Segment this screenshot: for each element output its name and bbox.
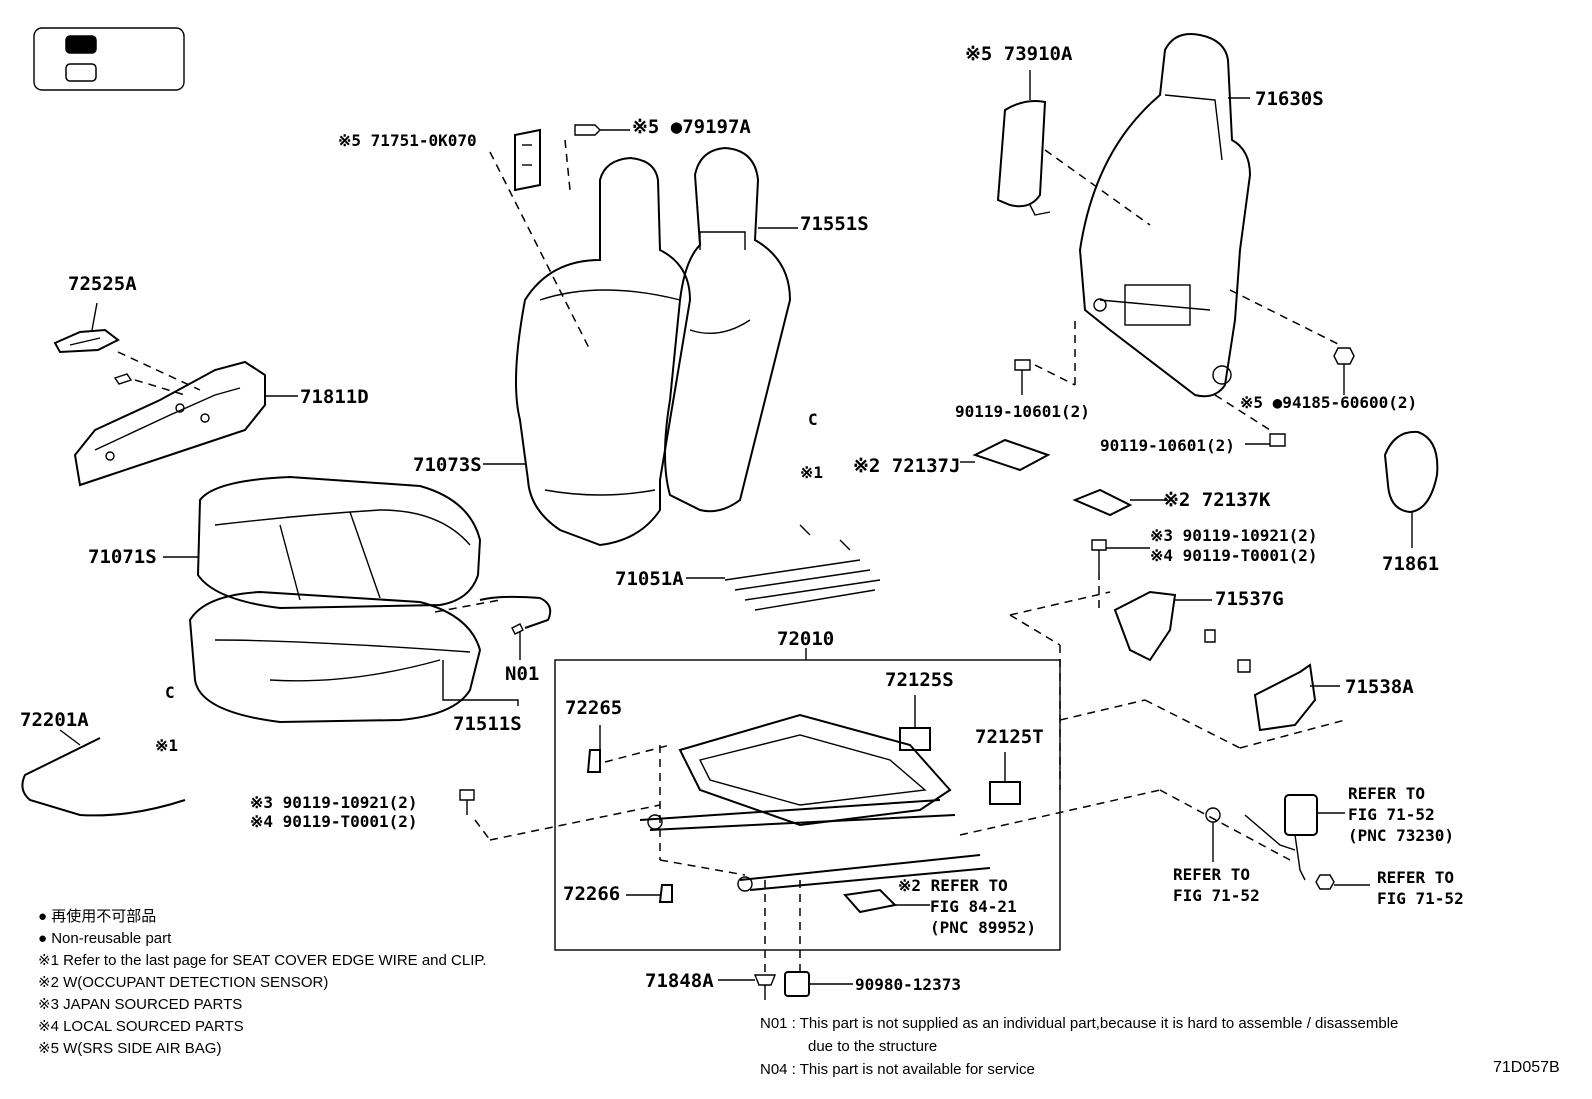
- part-72125s-connector: [899, 695, 931, 751]
- part-71811d-side-shield: [73, 351, 298, 487]
- notes: N01 : This part is not supplied as an in…: [760, 1012, 1398, 1081]
- part-90980-connector: [784, 880, 853, 997]
- part-72201a-wire: [21, 729, 186, 817]
- part-71511s-cushion-pad: [188, 590, 519, 724]
- legend-line-6: ※4 LOCAL SOURCED PARTS: [38, 1018, 244, 1035]
- label-x1-a: ※1: [800, 463, 823, 482]
- label-c-2: C: [165, 683, 175, 702]
- label-71551s: 71551S: [800, 213, 869, 235]
- label-72010: 72010: [777, 628, 834, 650]
- note-n01-cont: due to the structure: [808, 1038, 938, 1055]
- label-refer-84-21-b: FIG 84-21: [930, 897, 1017, 916]
- label-72266: 72266: [563, 883, 620, 905]
- label-90119-10921-a: ※3 90119-10921(2): [1150, 526, 1318, 545]
- part-72265-clip: [586, 725, 671, 773]
- label-c-1: C: [808, 410, 818, 429]
- part-seatbelt-buckle: [1205, 794, 1370, 890]
- label-79197a: ※5 ●79197A: [632, 116, 751, 138]
- part-71538a-shield: [1237, 659, 1340, 732]
- label-n01: N01: [505, 663, 539, 685]
- note-n04: N04 : This part is not available for ser…: [760, 1061, 1035, 1078]
- part-71551s-seatback-pad: [664, 146, 798, 513]
- label-72525a: 72525A: [68, 273, 137, 295]
- part-72010-seat-frame: [639, 713, 991, 892]
- label-90980-12373: 90980-12373: [855, 975, 961, 994]
- figure-code: 71D057B: [1493, 1059, 1560, 1076]
- label-71811d: 71811D: [300, 386, 369, 408]
- part-72525a-clip: [53, 302, 120, 354]
- label-73910a: ※5 73910A: [965, 43, 1073, 65]
- callout-labels: ※5 73910A 71630S ※5 71751-0K070 ※5 ●7919…: [20, 43, 1464, 994]
- label-72265: 72265: [565, 697, 622, 719]
- label-94185-60600: ※5 ●94185-60600(2): [1240, 393, 1417, 412]
- part-72137j-cover: [960, 438, 1051, 472]
- part-screw-right: [1091, 539, 1150, 610]
- part-71848a-screw: [718, 880, 777, 1000]
- label-71538a: 71538A: [1345, 676, 1414, 698]
- part-72125t-connector: [989, 752, 1021, 805]
- label-71051a: 71051A: [615, 568, 684, 590]
- legend-line-2: ● Non-reusable part: [38, 930, 172, 947]
- label-refer-71-52-b1: REFER TO: [1173, 865, 1250, 884]
- label-71073s: 71073S: [413, 454, 482, 476]
- part-71537g-shield: [1113, 590, 1216, 662]
- label-72201a: 72201A: [20, 709, 89, 731]
- legend-line-3: ※1 Refer to the last page for SEAT COVER…: [38, 952, 487, 969]
- label-71511s: 71511S: [453, 713, 522, 735]
- part-71051a-spring: [686, 524, 881, 611]
- legend-line-5: ※3 JAPAN SOURCED PARTS: [38, 996, 243, 1013]
- part-72137k-cover: [1072, 488, 1168, 517]
- label-refer-71-52-a1: REFER TO: [1348, 784, 1425, 803]
- legend-line-4: ※2 W(OCCUPANT DETECTION SENSOR): [38, 974, 329, 991]
- label-72137j: ※2 72137J: [853, 455, 960, 477]
- label-71848a: 71848A: [645, 970, 714, 992]
- label-71861: 71861: [1382, 553, 1439, 575]
- label-refer-71-52-c2: FIG 71-52: [1377, 889, 1464, 908]
- part-72266-clip: [626, 884, 673, 903]
- label-90119-10601-b: 90119-10601(2): [1100, 436, 1235, 455]
- label-71537g: 71537G: [1215, 588, 1284, 610]
- note-n01: N01 : This part is not supplied as an in…: [760, 1015, 1399, 1032]
- label-72125t: 72125T: [975, 726, 1044, 748]
- label-72125s: 72125S: [885, 669, 954, 691]
- legend: ● 再使用不可部品 ● Non-reusable part ※1 Refer t…: [38, 906, 487, 1060]
- label-refer-71-52-c1: REFER TO: [1377, 868, 1454, 887]
- label-90119-t0001-a: ※4 90119-T0001(2): [1150, 546, 1318, 565]
- part-71861-knob: [1383, 430, 1439, 548]
- part-72010-box: [554, 659, 1061, 951]
- legend-line-7: ※5 W(SRS SIDE AIR BAG): [38, 1040, 222, 1057]
- label-refer-84-21-a: ※2 REFER TO: [898, 876, 1008, 895]
- label-refer-84-21-c: (PNC 89952): [930, 918, 1036, 937]
- part-bolt-left: [459, 789, 661, 841]
- label-refer-71-52-a3: (PNC 73230): [1348, 826, 1454, 845]
- label-90119-10601-a: 90119-10601(2): [955, 402, 1090, 421]
- part-71073s-seatback-cover: [483, 156, 692, 547]
- label-71630s: 71630S: [1255, 88, 1324, 110]
- label-x1-b: ※1: [155, 736, 178, 755]
- part-71071s-cushion-cover: [163, 475, 482, 610]
- part-90119-10601-bolts: [1014, 315, 1355, 447]
- label-90119-10921-b: ※3 90119-10921(2): [250, 793, 418, 812]
- label-71751-0k070: ※5 71751-0K070: [338, 131, 477, 150]
- part-ods-ecu: [843, 888, 930, 914]
- label-refer-71-52-b2: FIG 71-52: [1173, 886, 1260, 905]
- part-71751-bracket: [489, 124, 630, 351]
- label-90119-t0001-b: ※4 90119-T0001(2): [250, 812, 418, 831]
- part-71630s-seatback-frame: [1078, 33, 1341, 398]
- part-73910a-airbag: [996, 70, 1151, 226]
- legend-line-1: ● 再使用不可部品: [38, 908, 157, 925]
- label-71071s: 71071S: [88, 546, 157, 568]
- key-box: [33, 27, 185, 91]
- part-n01-harness: [479, 595, 552, 660]
- label-72137k: ※2 72137K: [1163, 489, 1271, 511]
- label-refer-71-52-a2: FIG 71-52: [1348, 805, 1435, 824]
